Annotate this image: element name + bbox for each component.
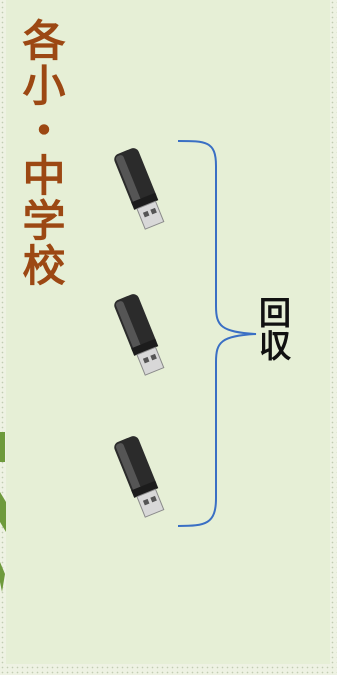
usb-drive-icon	[106, 430, 176, 530]
collect-label: 回収	[254, 296, 292, 362]
diagram-panel	[6, 0, 330, 664]
left-edge-accent	[0, 432, 6, 592]
school-title: 各小・中学校	[15, 18, 65, 288]
usb-drive-icon	[106, 142, 176, 242]
usb-drive-icon	[106, 288, 176, 388]
grouping-bracket	[177, 140, 257, 527]
